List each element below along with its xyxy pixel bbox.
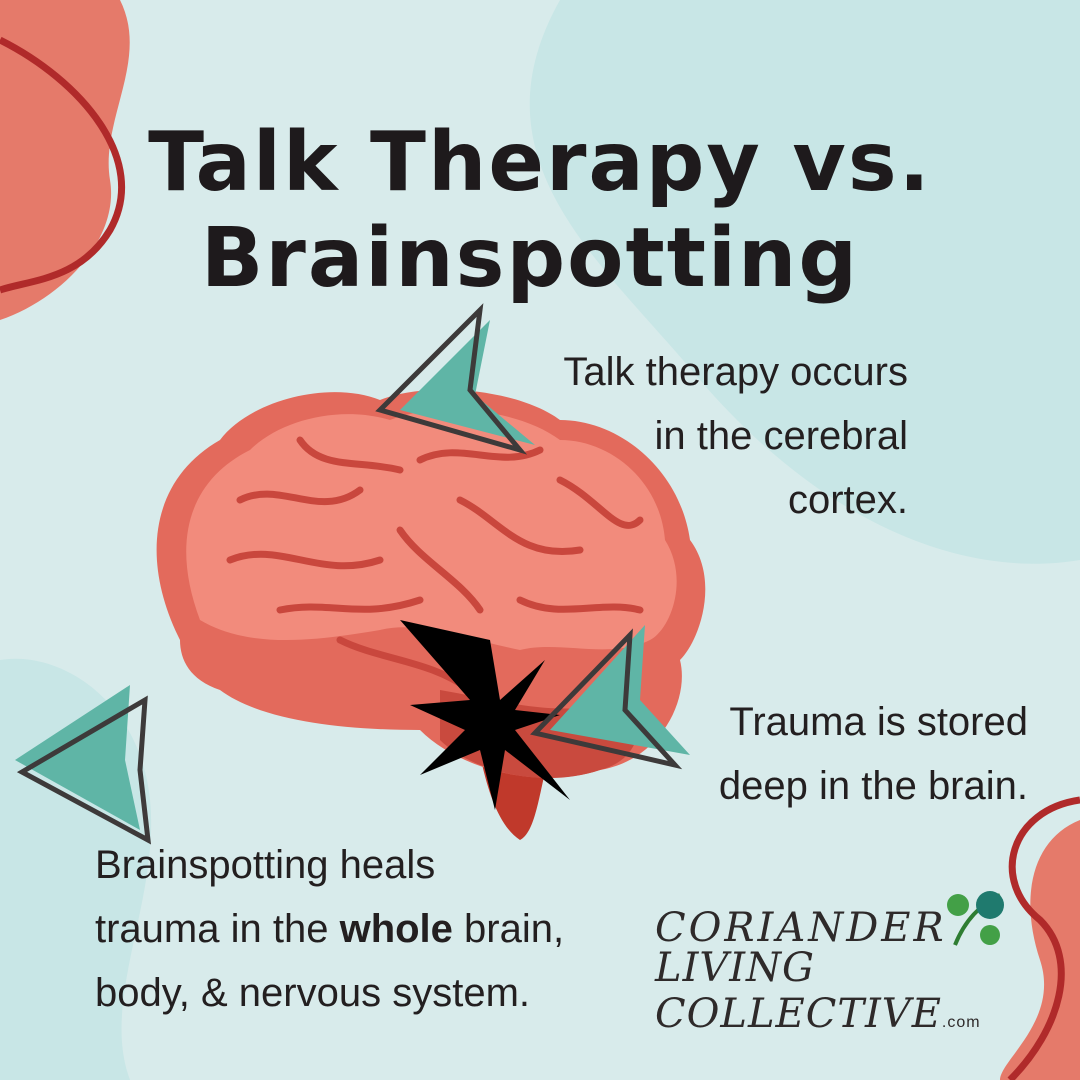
logo-line-2: LIVING COLLECTIVE [655, 945, 942, 1037]
callout-line: deep in the brain. [718, 764, 1028, 808]
bold-text: whole [339, 907, 453, 951]
arrow-pointer-icon-middle [530, 625, 690, 770]
coriander-logo: CORIANDER LIVING COLLECTIVE.com [655, 905, 1080, 1037]
coral-blob-bottom-right [1000, 820, 1080, 1080]
callout-line: Trauma is stored [729, 700, 1028, 744]
trauma-callout: Trauma is stored deep in the brain. [608, 690, 1028, 818]
title-line-2: Brainspotting [200, 211, 860, 306]
arrow-pointer-icon-top [375, 303, 535, 455]
burst-icon [400, 620, 570, 810]
title-line-1: Talk Therapy vs. [148, 115, 932, 210]
callout-line: cortex. [787, 478, 908, 522]
callout-line: trauma in the whole brain, [95, 897, 655, 961]
callout-line: body, & nervous system. [95, 971, 530, 1015]
logo-line-1: CORIANDER [655, 905, 947, 951]
logo-domain: .com [941, 1014, 981, 1031]
red-squiggle-bottom-right [1007, 796, 1080, 1080]
coriander-leaf-icon [947, 891, 1004, 946]
light-blob [529, 0, 1080, 564]
arrow-pointer-icon-left [15, 685, 152, 845]
callout-line: Brainspotting heals [95, 843, 436, 887]
coral-blob-top-left [0, 0, 130, 320]
cortex-callout: Talk therapy occurs in the cerebral cort… [448, 340, 908, 532]
red-squiggle-top-left [0, 36, 125, 294]
brainspotting-callout: Brainspotting heals trauma in the whole … [95, 833, 655, 1025]
callout-line: in the cerebral [654, 414, 908, 458]
text: trauma in the [95, 907, 340, 951]
text: brain, [452, 907, 565, 951]
callout-line: Talk therapy occurs [563, 350, 908, 394]
